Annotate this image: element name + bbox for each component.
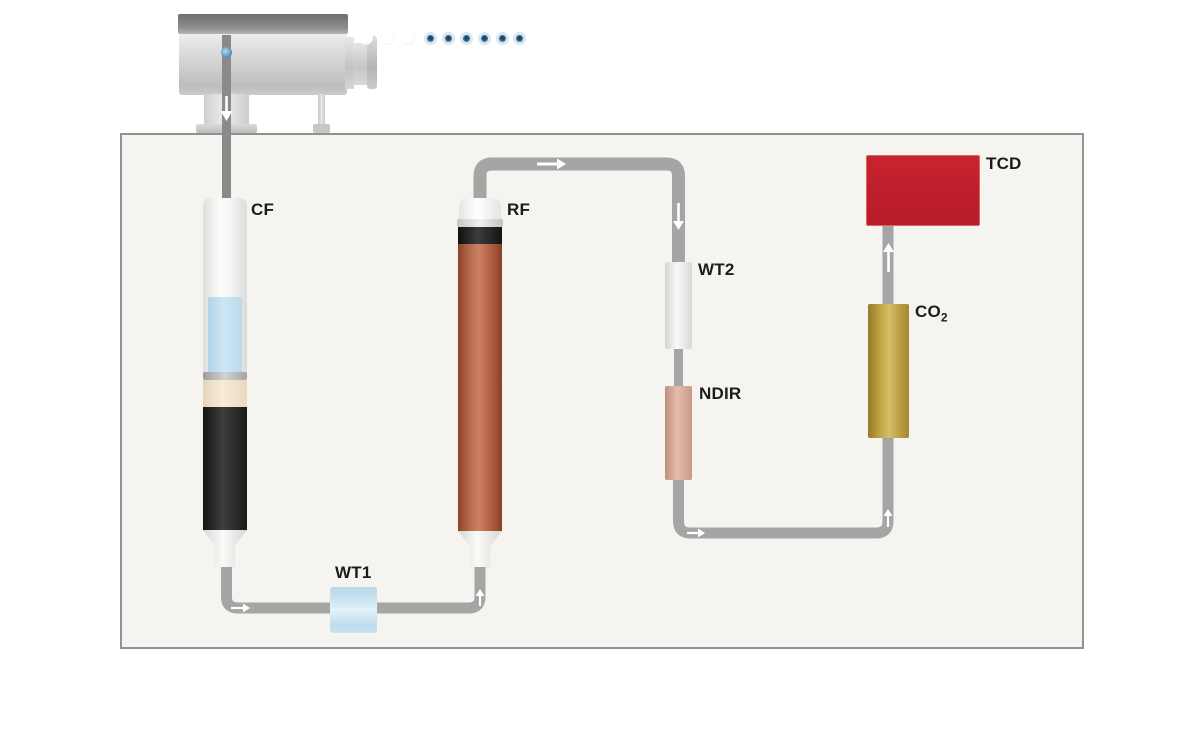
- autosampler-body: [179, 33, 347, 95]
- cf-column-black-packing: [203, 407, 247, 530]
- sample-vial-icon: [478, 32, 491, 45]
- rf-column-black-collar: [458, 227, 502, 244]
- co2-trap-column: [868, 304, 909, 438]
- tcd-label: TCD: [986, 154, 1022, 173]
- flow-arrow-down-sampler-icon: [220, 96, 233, 121]
- flow-arrow-right-ndir-corner-icon: [687, 528, 705, 538]
- flow-arrow-right-top-icon: [537, 158, 566, 170]
- cf-column-cream-band: [203, 380, 247, 407]
- sample-port-icon: [401, 31, 415, 45]
- sample-vial-icon: [424, 32, 437, 45]
- co2-label-subscript: 2: [940, 310, 948, 325]
- sample-vial-icon: [513, 32, 526, 45]
- autosampler-nozzle-endcap: [367, 36, 377, 89]
- rf-column-white-cap: [459, 198, 501, 221]
- autosampler-right-foot: [313, 124, 330, 133]
- flow-arrow-up-rf-corner-icon: [475, 589, 485, 606]
- cf-label: CF: [251, 200, 275, 219]
- rf-column-silver-lip: [457, 219, 503, 227]
- ndir-label: NDIR: [699, 384, 742, 403]
- autosampler-top-bar: [178, 14, 526, 45]
- sample-vial-icon: [442, 32, 455, 45]
- flow-arrow-right-cf-corner-icon: [231, 603, 250, 613]
- co2-label-base: CO: [915, 302, 941, 321]
- co2-label: CO2: [915, 303, 948, 323]
- cf-column-gray-ring: [203, 372, 247, 380]
- wt1-water-trap: [330, 587, 377, 633]
- rf-label: RF: [507, 200, 531, 219]
- cf-column-blue-section: [208, 297, 242, 373]
- sample-vial-icon: [460, 32, 473, 45]
- sample-droplet-icon: [221, 47, 232, 58]
- tube-rf-to-wt2: [473, 157, 685, 268]
- flow-arrow-down-to-wt2-icon: [673, 203, 684, 230]
- autosampler-right-leg: [318, 94, 325, 125]
- tube-ndir-to-co2: [673, 436, 894, 539]
- sample-port-icon: [380, 31, 394, 45]
- wt2-label: WT2: [698, 260, 735, 279]
- sample-vial-icon: [496, 32, 509, 45]
- rf-column-body: [458, 244, 502, 531]
- ndir-detector-cell: [665, 386, 692, 480]
- tcd-detector-block: [866, 155, 980, 226]
- autosampler-nozzle: [353, 43, 370, 85]
- sample-port-icon: [359, 31, 373, 45]
- wt1-label: WT1: [335, 563, 372, 582]
- flow-arrow-up-to-tcd-icon: [883, 243, 894, 272]
- flow-arrow-up-co2-corner-icon: [883, 509, 893, 527]
- wt2-water-trap: [665, 262, 692, 349]
- autosampler-nozzle-ring: [345, 37, 354, 89]
